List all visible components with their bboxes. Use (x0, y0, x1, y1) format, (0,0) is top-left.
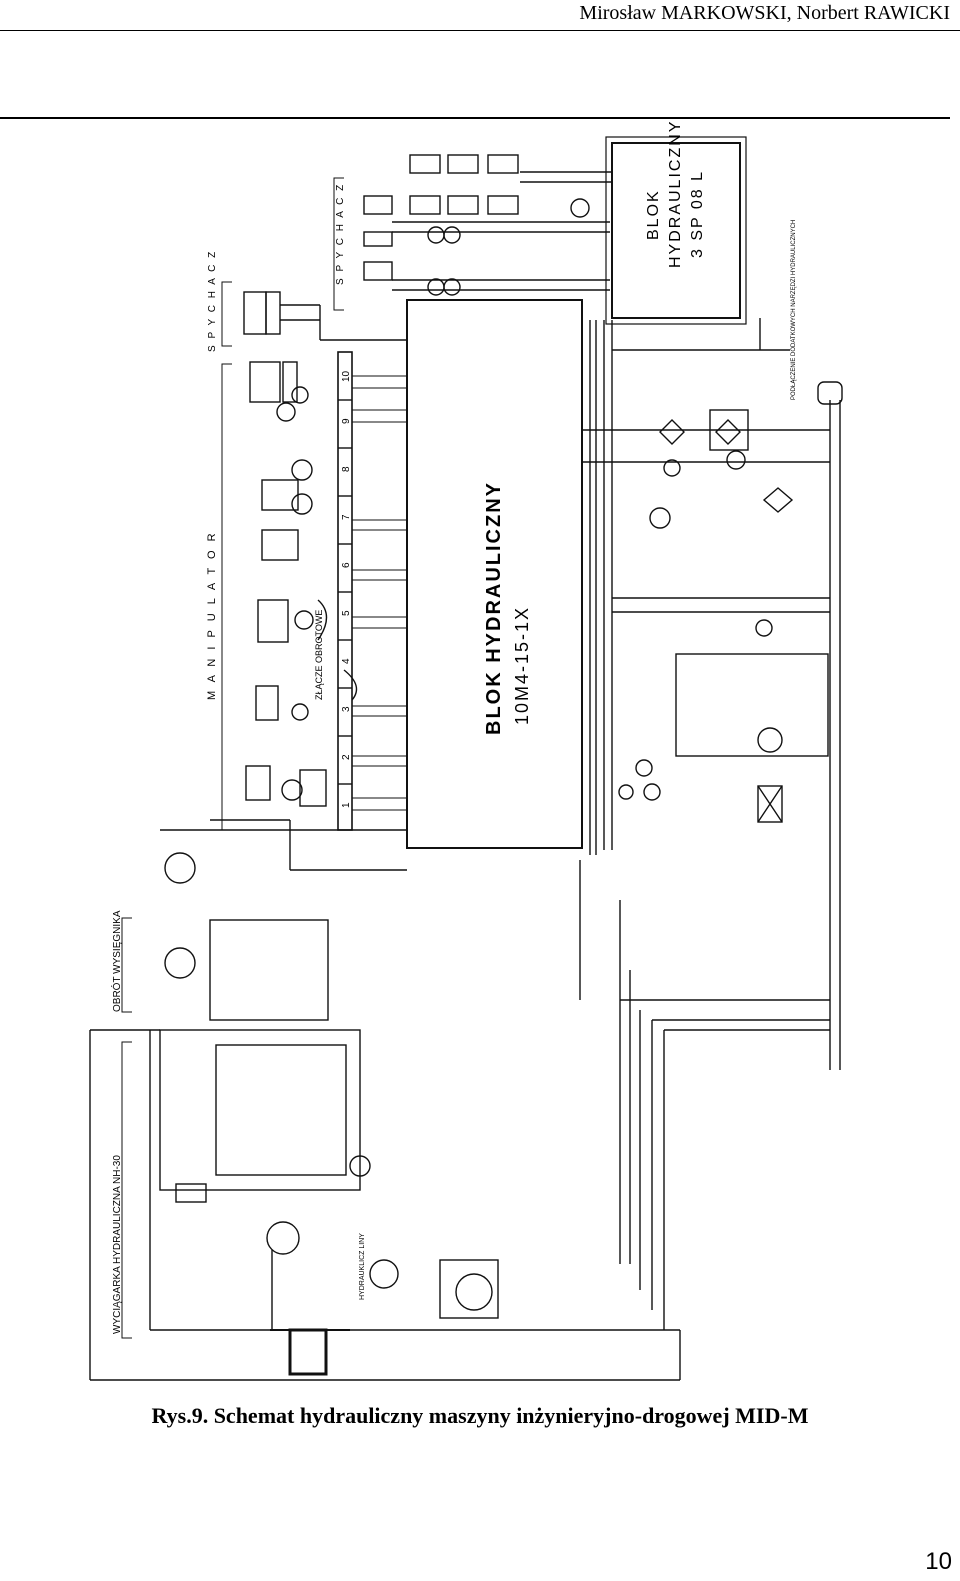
obrot-label: OBRÓT WYSIĘGNIKA (110, 910, 123, 1012)
spychacz-label-left: S P Y C H A C Z (207, 250, 218, 352)
page-number: 10 (925, 1548, 952, 1575)
section-number-6: 6 (341, 562, 352, 568)
section-number-3: 3 (341, 706, 352, 712)
top-block-label-1: BLOK (645, 189, 662, 240)
section-number-1: 1 (341, 802, 352, 808)
main-block-label-1: BLOK HYDRAULICZNY (483, 481, 505, 735)
top-block-label-3: 3 SP 08 L (689, 170, 706, 258)
main-block-outline (406, 299, 583, 849)
figure-top-rule (0, 117, 950, 119)
hydrauklicz-label: HYDRAUKLICZ LINY (359, 1233, 366, 1300)
section-number-8: 8 (341, 466, 352, 472)
wyciagarka-label: WYCIĄGARKA HYDRAULICZNA NH-30 (112, 1155, 123, 1334)
section-number-5: 5 (341, 610, 352, 616)
section-number-7: 7 (341, 514, 352, 520)
main-block-label-2: 10M4-15-1X (512, 606, 532, 725)
header-rule (0, 30, 960, 31)
section-number-9: 9 (341, 418, 352, 424)
section-number-4: 4 (341, 658, 352, 664)
top-block-outline (611, 142, 741, 319)
section-number-10: 10 (341, 370, 352, 382)
header-authors: Mirosław MARKOWSKI, Norbert RAWICKI (579, 2, 950, 24)
zlacze-label: ZŁĄCZE OBROTOWE (314, 610, 324, 700)
podlaczenie-label: PODŁĄCZENIE DODATKOWYCH NARZĘDZI HYDRAUL… (791, 220, 797, 400)
spychacz-label-top: S P Y C H A C Z (335, 183, 346, 285)
top-block-label-2: HYDRAULICZNY (667, 120, 684, 268)
section-number-2: 2 (341, 754, 352, 760)
figure-caption: Rys.9. Schemat hydrauliczny maszyny inży… (151, 1403, 809, 1428)
manipulator-label: M A N I P U L A T O R (206, 530, 218, 700)
